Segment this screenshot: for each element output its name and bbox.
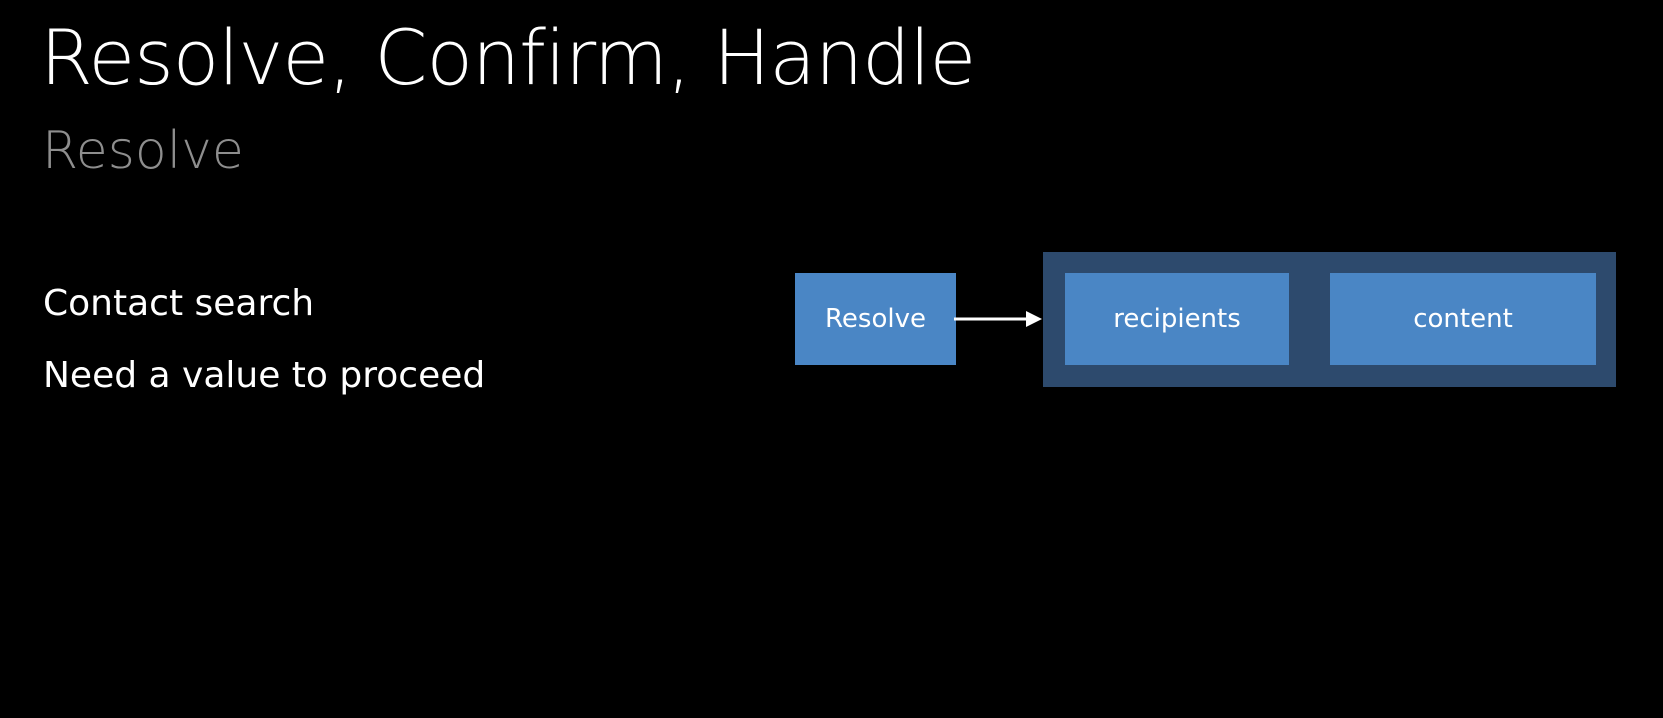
recipients-box: recipients: [1065, 273, 1289, 365]
slide-subtitle: Resolve: [42, 121, 244, 181]
bullet-need-value: Need a value to proceed: [43, 355, 486, 396]
resolve-box: Resolve: [795, 273, 956, 365]
bullet-contact-search: Contact search: [43, 283, 315, 324]
slide-title: Resolve, Confirm, Handle: [40, 13, 976, 102]
resolve-box-label: Resolve: [825, 304, 926, 334]
recipients-box-label: recipients: [1113, 304, 1241, 334]
arrow-icon: [954, 311, 1042, 327]
content-box: content: [1330, 273, 1596, 365]
content-box-label: content: [1413, 304, 1513, 334]
